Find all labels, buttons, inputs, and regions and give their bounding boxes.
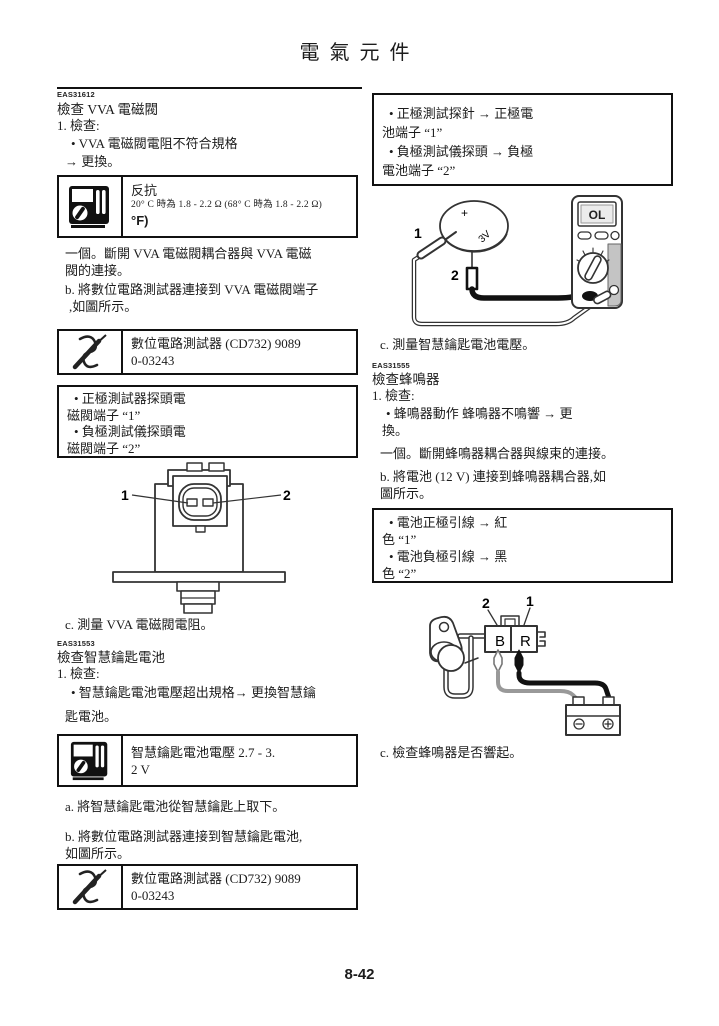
tool-line1: 數位電路測試器 (CD732) 9089 xyxy=(131,871,301,886)
section-heading: 檢查蜂鳴器 xyxy=(372,372,440,387)
bullet-line2: 匙電池。 xyxy=(65,709,118,724)
fig-label-2: 2 xyxy=(451,267,459,283)
tool-box: 數位電路測試器 (CD732) 9089 0-03243 xyxy=(57,864,358,910)
section-heading: 檢查智慧鑰匙電池 xyxy=(57,650,165,665)
para-b1: b. 將電池 (12 V) 連接到蜂鳴器耦合器,如 xyxy=(380,469,607,484)
para-c: c. 測量 VVA 電磁閥電阻。 xyxy=(65,617,214,632)
spec-line1: 智慧鑰匙電池電壓 2.7 - 3. xyxy=(131,744,276,760)
lead-line: 色 “2” xyxy=(382,566,417,581)
bullet-line: • 智慧鑰匙電池電壓超出規格→ 更換智慧鑰 xyxy=(71,685,317,700)
fig-label-2: 2 xyxy=(283,487,291,503)
buzzer-figure: B R 2 1 xyxy=(400,592,680,752)
step-line: 1. 檢查: xyxy=(57,666,100,681)
bullet-line: • VVA 電磁閥電阻不符合規格 xyxy=(71,136,238,151)
lead-line: • 電池正極引線 → 紅 xyxy=(389,515,508,530)
tool-icon xyxy=(59,866,123,908)
right-column: • 正極測試探針 → 正極電 池端子 “1” • 負極測試儀探頭 → 負極 電池… xyxy=(372,0,677,1026)
vva-solenoid-figure: 1 2 xyxy=(85,458,329,616)
probe-box: • 正極測試器探頭電 磁閥端子 “1” • 負極測試儀探頭電 磁閥端子 “2” xyxy=(57,385,358,458)
fig-label-1: 1 xyxy=(414,225,422,241)
para-b2: 圖所示。 xyxy=(380,486,433,501)
section-code: EAS31553 xyxy=(57,639,95,648)
probe-line: 電池端子 “2” xyxy=(382,163,456,178)
spec-text: 智慧鑰匙電池電壓 2.7 - 3. 2 V xyxy=(123,739,283,783)
step-line: 1. 檢查: xyxy=(372,388,415,403)
fig-label-1: 1 xyxy=(121,487,129,503)
multimeter-display: OL xyxy=(589,208,606,222)
tool-text: 數位電路測試器 (CD732) 9089 0-03243 xyxy=(123,865,309,909)
tool-text: 數位電路測試器 (CD732) 9089 0-03243 xyxy=(123,330,309,374)
section-code: EAS31555 xyxy=(372,361,410,370)
para-a1: 一個。斷開 VVA 電磁閥耦合器與 VVA 電磁 xyxy=(65,246,312,261)
spec-line2: 2 V xyxy=(131,761,150,777)
para-b2: 如圖所示。 xyxy=(65,846,131,861)
probe-line: 磁閥端子 “2” xyxy=(67,440,141,456)
lead-line: • 電池負極引線 → 黑 xyxy=(389,549,508,564)
section-heading: 檢查 VVA 電磁閥 xyxy=(57,102,159,117)
terminal-letter-b: B xyxy=(495,633,505,650)
probe-line: • 正極測試探針 → 正極電 xyxy=(389,106,534,121)
page-number: 8-42 xyxy=(344,966,375,983)
spec-title: 反抗 xyxy=(131,183,158,198)
battery-multimeter-figure: OL + 3V 1 2 xyxy=(390,186,682,338)
para-a: a. 將智慧鑰匙電池從智慧鑰匙上取下。 xyxy=(65,799,286,814)
page-title: 電氣元件 xyxy=(299,42,420,64)
spec-box-resistance: 反抗 20° C 時為 1.8 - 2.2 Ω (68° C 時為 1.8 - … xyxy=(57,175,358,238)
fig-label-1: 1 xyxy=(526,593,534,609)
para-b1: b. 將數位電路測試器連接到智慧鑰匙電池, xyxy=(65,829,303,844)
bullet-line: • 蜂鳴器動作 蜂鳴器不鳴響 → 更 xyxy=(386,406,573,421)
battery-plus: + xyxy=(461,206,468,220)
terminal-letter-r: R xyxy=(520,633,531,650)
tool-icon xyxy=(59,331,123,373)
section-rule xyxy=(57,87,362,89)
para-c: c. 測量智慧鑰匙電池電壓。 xyxy=(380,337,536,352)
bullet-line2: 換。 xyxy=(382,423,409,438)
spec-text: 反抗 20° C 時為 1.8 - 2.2 Ω (68° C 時為 1.8 - … xyxy=(123,177,330,236)
spec-value: 20° C 時為 1.8 - 2.2 Ω (68° C 時為 1.8 - 2.2… xyxy=(131,200,323,210)
tool-line2: 0-03243 xyxy=(131,353,175,368)
lead-line: 色 “1” xyxy=(382,532,417,547)
spec-box-voltage: 智慧鑰匙電池電壓 2.7 - 3. 2 V xyxy=(57,734,358,787)
result-line: → 更換。 xyxy=(65,154,121,169)
step-line: 1. 檢查: xyxy=(57,118,100,133)
probe-line: • 負極測試儀探頭 → 負極 xyxy=(389,144,534,159)
para-b1: b. 將數位電路測試器連接到 VVA 電磁閥端子 xyxy=(65,282,319,297)
lead-box: • 電池正極引線 → 紅 色 “1” • 電池負極引線 → 黑 色 “2” xyxy=(372,508,673,583)
probe-line: • 負極測試儀探頭電 xyxy=(74,424,186,439)
probe-line: 磁閥端子 “1” xyxy=(67,407,141,423)
para-a2: 閥的連接。 xyxy=(65,263,131,278)
probe-box: • 正極測試探針 → 正極電 池端子 “1” • 負極測試儀探頭 → 負極 電池… xyxy=(372,93,673,186)
tool-line1: 數位電路測試器 (CD732) 9089 xyxy=(131,336,301,351)
probe-line: • 正極測試器探頭電 xyxy=(74,391,186,406)
tool-line2: 0-03243 xyxy=(131,888,175,903)
spec-extra: °F) xyxy=(131,213,149,228)
left-column: EAS31612 檢查 VVA 電磁閥 1. 檢查: • VVA 電磁閥電阻不符… xyxy=(57,0,362,1026)
para-c: c. 檢查蜂鳴器是否響起。 xyxy=(380,745,523,760)
fig-label-2: 2 xyxy=(482,595,490,611)
multimeter-icon xyxy=(59,736,123,785)
para-b2: ,如圖所示。 xyxy=(69,299,138,314)
multimeter-icon xyxy=(59,177,123,236)
section-code: EAS31612 xyxy=(57,90,95,99)
probe-line: 池端子 “1” xyxy=(382,125,443,140)
para-a: 一個。斷開蜂鳴器耦合器與線束的連接。 xyxy=(380,446,615,461)
tool-box: 數位電路測試器 (CD732) 9089 0-03243 xyxy=(57,329,358,375)
